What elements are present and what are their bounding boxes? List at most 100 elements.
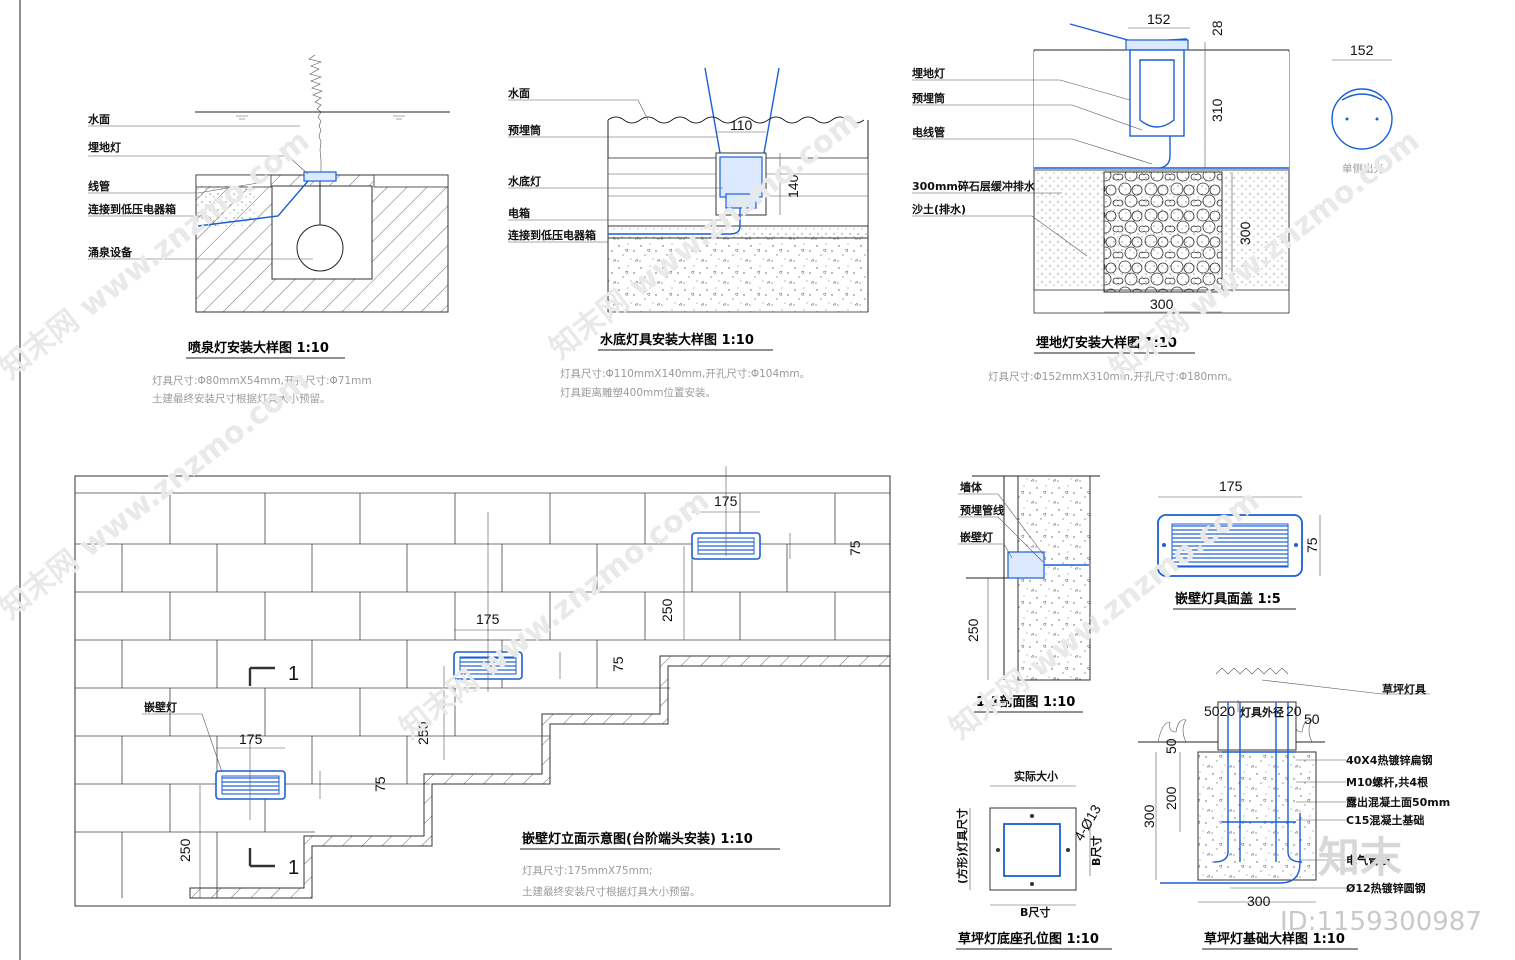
dim-5020: 5020: [1204, 703, 1235, 719]
light-beam: [704, 67, 780, 154]
label-connect-box: 连接到低压电器箱: [88, 202, 176, 216]
label-inground-lamp: 埋地灯: [912, 66, 945, 80]
label-conduit: 线管: [88, 179, 110, 193]
label-underwater-lamp: 水底灯: [508, 174, 541, 188]
lawn-foundation-detail: 5020 20 50 50 200 300 300 草坪灯具 灯具外径 40X4…: [1138, 667, 1450, 950]
dim-300-v: 300: [1237, 221, 1253, 245]
inground-note-1: 灯具尺寸:Φ152mmX310mm,开孔尺寸:Φ180mm。: [988, 370, 1238, 383]
cover-title: 嵌壁灯具面盖 1:5: [1175, 591, 1281, 607]
section-mark-top: 1: [288, 663, 299, 685]
label-water-surface: 水面: [508, 86, 530, 100]
inground-lamp-icon: [1129, 49, 1185, 137]
fountain-lamp-icon: [303, 171, 337, 182]
water-symbol: [236, 115, 405, 120]
fountain-note-1: 灯具尺寸:Φ80mmX54mm,开孔尺寸:Φ71mm: [152, 374, 372, 387]
underwater-light-detail: 110 140 水面 预埋筒 水底灯 电箱 连接到低压电器箱 水底灯具安装大样图…: [508, 67, 869, 399]
label-exposed-50: 露出混凝土面50mm: [1346, 795, 1450, 809]
label-embedded-sleeve: 预埋筒: [912, 91, 945, 105]
dim-152: 152: [1147, 11, 1171, 27]
dim-140: 140: [785, 174, 801, 198]
dim-110: 110: [730, 117, 753, 133]
label-embedded-sleeve: 预埋筒: [508, 123, 541, 137]
lawn-title: 草坪灯基础大样图 1:10: [1204, 931, 1345, 947]
elevation-note-2: 土建最终安装尺寸根据灯具大小预留。: [522, 885, 701, 898]
underwater-note-1: 灯具尺寸:Φ110mmX140mm,开孔尺寸:Φ104mm。: [560, 367, 810, 380]
inground-cable: [1159, 136, 1171, 169]
dim-310: 310: [1209, 98, 1225, 122]
concrete-foundation: [1197, 751, 1317, 881]
base-hole-detail: 实际大小 (方形)灯具尺寸 B尺寸 B尺寸 4-Ø13 草坪灯底座孔位图 1:1…: [955, 769, 1112, 950]
inground-light-detail: 152 28 310 300 300 152 单侧出光 埋地灯 预埋筒 电线管 …: [912, 11, 1393, 383]
lamp-footprint: [1003, 823, 1061, 877]
dim-152-side: 152: [1350, 42, 1374, 58]
dim-300-v: 300: [1141, 804, 1157, 828]
label-lawn-lamp: 草坪灯具: [1382, 682, 1426, 696]
dim-50-top: 50: [1304, 711, 1320, 727]
dim-250-upper: 250: [659, 598, 675, 622]
section-mark-bottom: 1: [288, 857, 299, 879]
label-b-size-h: B尺寸: [1020, 905, 1050, 919]
label-fountain-equipment: 涌泉设备: [88, 245, 133, 259]
label-wire-conduit: 电线管: [912, 125, 945, 139]
wall-lamp-lower: [215, 770, 286, 800]
side-view-circle: [1331, 88, 1393, 150]
dim-28: 28: [1209, 20, 1225, 36]
dim-50-side: 50: [1163, 738, 1179, 754]
label-inground-lamp: 埋地灯: [88, 140, 121, 154]
elevation-title: 嵌壁灯立面示意图(台阶端头安装) 1:10: [522, 831, 753, 847]
label-water-surface: 水面: [88, 112, 110, 126]
dim-200: 200: [1163, 786, 1179, 810]
dim-20: 20: [1286, 703, 1302, 719]
inground-title: 埋地灯安装大样图 1:10: [1036, 335, 1177, 351]
label-connect-box: 连接到低压电器箱: [508, 228, 596, 242]
label-gravel-layer: 300mm碎石层缓冲排水: [912, 179, 1036, 193]
dim-300-h: 300: [1150, 296, 1174, 312]
dim-75-lower: 75: [372, 776, 388, 792]
underwater-lamp-icon: [719, 156, 763, 198]
label-electric-box: 电箱: [508, 206, 530, 220]
label-wall-body: 墙体: [960, 480, 983, 494]
underwater-cable: [608, 208, 741, 235]
label-wall-lamp: 嵌壁灯: [144, 700, 177, 714]
label-flat-steel: 40X4热镀锌扁钢: [1346, 753, 1432, 767]
wall-elevation-detail: 175 75 250 175 75 250 175 75 250 1 1 嵌壁灯…: [74, 466, 891, 907]
lawn-conduit: [1160, 813, 1301, 884]
fountain-title: 喷泉灯安装大样图 1:10: [188, 340, 329, 356]
stair-profile: [189, 655, 891, 899]
label-m10-bolts: M10螺杆,共4根: [1346, 775, 1429, 789]
elevation-frame: [74, 475, 891, 907]
label-actual-size: 实际大小: [1014, 769, 1058, 783]
base-title: 草坪灯底座孔位图 1:10: [958, 931, 1099, 947]
lawn-lamp-body: [1217, 701, 1297, 751]
underwater-title: 水底灯具安装大样图 1:10: [600, 332, 754, 348]
label-wall-lamp: 嵌壁灯: [960, 530, 993, 544]
dim-250-middle: 250: [415, 721, 431, 745]
label-b-size-v: B尺寸: [1089, 836, 1103, 866]
dim-175-lower: 175: [239, 731, 263, 747]
gravel-layer: [1103, 171, 1223, 293]
dim-75-upper: 75: [847, 540, 863, 556]
fountain-pump: [296, 224, 344, 272]
section-title: 1-1剖面图 1:10: [976, 694, 1075, 710]
brick-wall: [75, 492, 890, 898]
gravel-base: [607, 237, 869, 313]
label-embedded-pipe: 预埋管线: [960, 503, 1004, 517]
label-lamp-size: (方形)灯具尺寸: [955, 808, 969, 884]
fountain-light-detail: 水面 埋地灯 线管 连接到低压电器箱 涌泉设备 喷泉灯安装大样图 1:10 灯具…: [88, 54, 450, 405]
dim-175-upper: 175: [714, 493, 738, 509]
label-c15-concrete: C15混凝土基础: [1346, 813, 1424, 827]
section-1-1-detail: 墙体 预埋管线 嵌壁灯 250 1-1剖面图 1:10: [958, 475, 1100, 713]
label-round-steel: Ø12热镀锌圆钢: [1346, 881, 1426, 895]
side-emission-label: 单侧出光: [1342, 162, 1384, 175]
label-sand-soil: 沙土(排水): [912, 202, 966, 216]
dim-175-middle: 175: [476, 611, 500, 627]
electric-box-icon: [725, 193, 757, 209]
section-lamp-icon: [1007, 551, 1045, 579]
dim-250: 250: [965, 618, 981, 642]
underwater-note-2: 灯具距离雕塑400mm位置安装。: [560, 386, 716, 399]
dim-175: 175: [1219, 478, 1243, 494]
fountain-note-2: 土建最终安装尺寸根据灯具大小预留。: [152, 392, 331, 405]
label-electric-pipe: 电气管线: [1346, 853, 1390, 867]
dim-75: 75: [1304, 537, 1320, 553]
